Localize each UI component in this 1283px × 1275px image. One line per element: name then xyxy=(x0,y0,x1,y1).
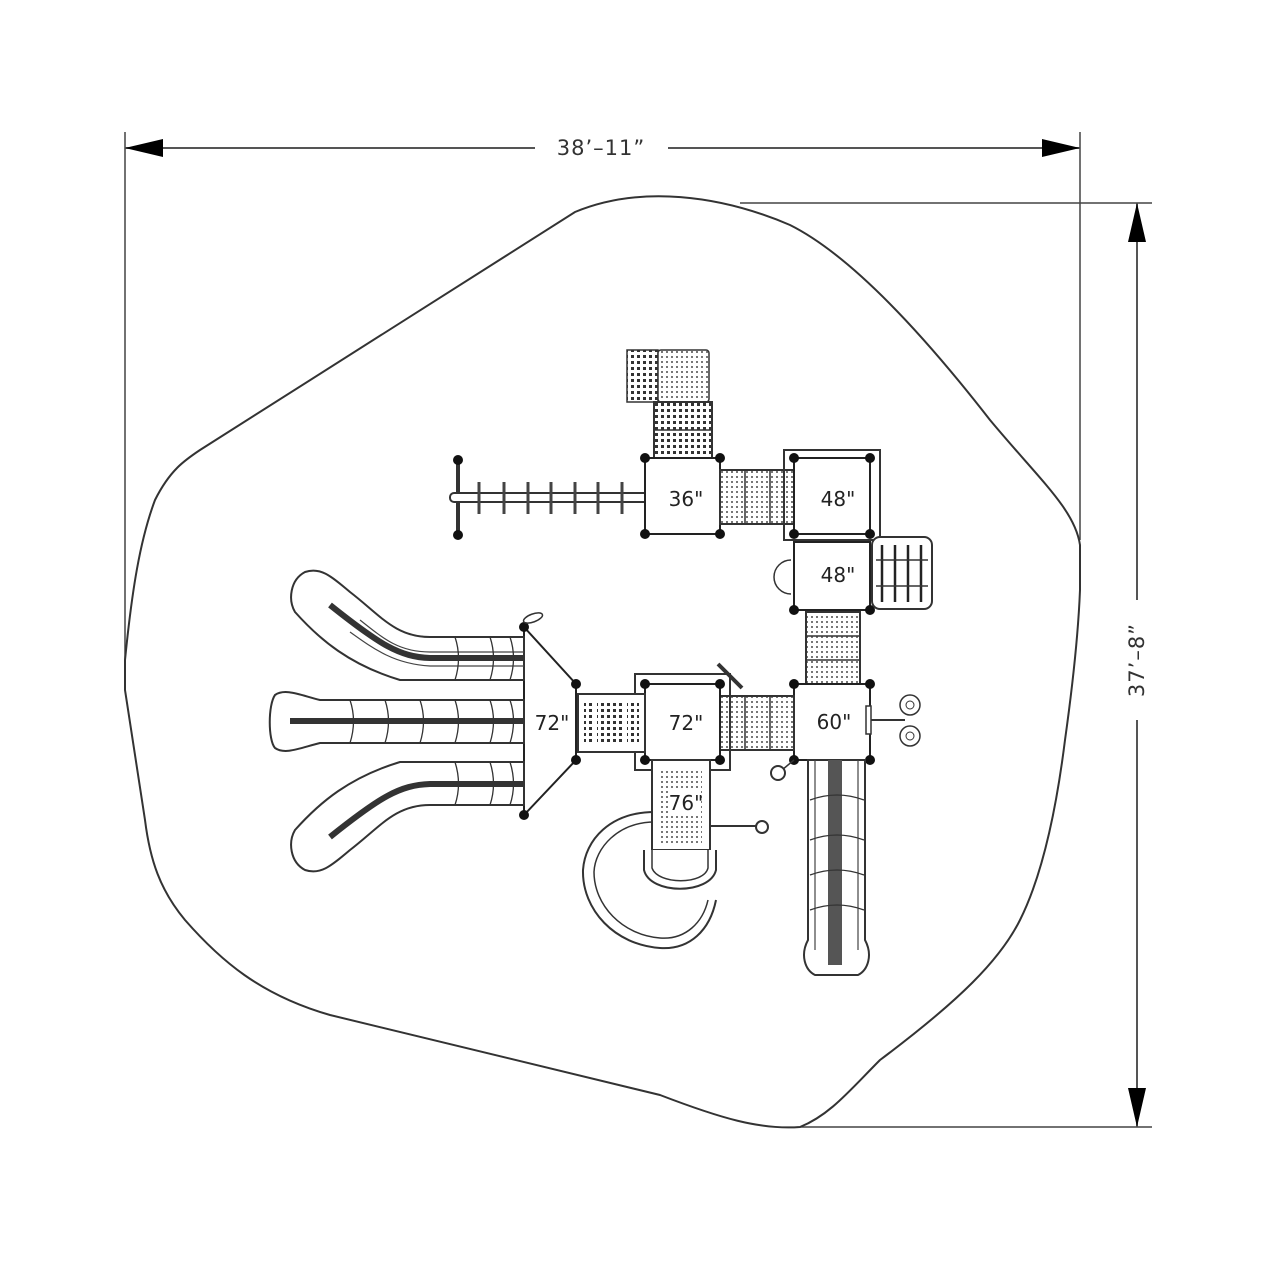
arrow-left-icon xyxy=(125,139,163,157)
width-dimension xyxy=(124,132,1081,680)
arrow-up-icon xyxy=(1128,203,1146,242)
wave-slide-bottom xyxy=(290,761,525,873)
deck-label: 60" xyxy=(817,710,852,734)
height-dimension-label: 37’–8” xyxy=(1125,623,1149,697)
flower-icon xyxy=(899,725,921,747)
deck-label: 72" xyxy=(669,711,704,735)
deck-label: 72" xyxy=(535,711,570,735)
steering-wheel-icon xyxy=(522,612,544,624)
steering-wheel-icon xyxy=(716,662,744,690)
ring-icon xyxy=(755,820,769,834)
ring-icon xyxy=(770,765,786,781)
deck-label: 36" xyxy=(669,487,704,511)
bridge-36-48 xyxy=(719,469,795,525)
use-zone-boundary xyxy=(124,195,1081,1129)
flower-icon xyxy=(899,694,921,716)
top-climber-panels xyxy=(626,349,713,459)
deck-72: 72" xyxy=(634,662,744,771)
arrow-down-icon xyxy=(1128,1088,1146,1127)
width-dimension-label: 38’–11” xyxy=(557,136,646,160)
wave-slide-top xyxy=(290,569,525,681)
climber-panel xyxy=(577,693,646,753)
bridge-72-60 xyxy=(719,695,795,751)
side-ladder-climber xyxy=(871,536,933,610)
wave-slide-middle xyxy=(268,691,525,752)
deck-60: 60" xyxy=(770,679,921,781)
deck-36: 36" xyxy=(640,453,725,539)
overhead-ladder xyxy=(449,455,651,540)
bridge-48-60 xyxy=(805,611,861,685)
deck-48-top: 48" xyxy=(783,449,881,541)
deck-48-lower: 48" xyxy=(773,541,875,615)
straight-slide xyxy=(803,759,870,976)
arrow-right-icon xyxy=(1042,139,1080,157)
height-dimension xyxy=(740,202,1152,1128)
deck-label: 76" xyxy=(669,791,704,815)
deck-72-hex: 72" xyxy=(519,612,581,820)
deck-76-spiral-slide: 76" xyxy=(581,759,769,950)
deck-label: 48" xyxy=(821,563,856,587)
deck-label: 48" xyxy=(821,487,856,511)
